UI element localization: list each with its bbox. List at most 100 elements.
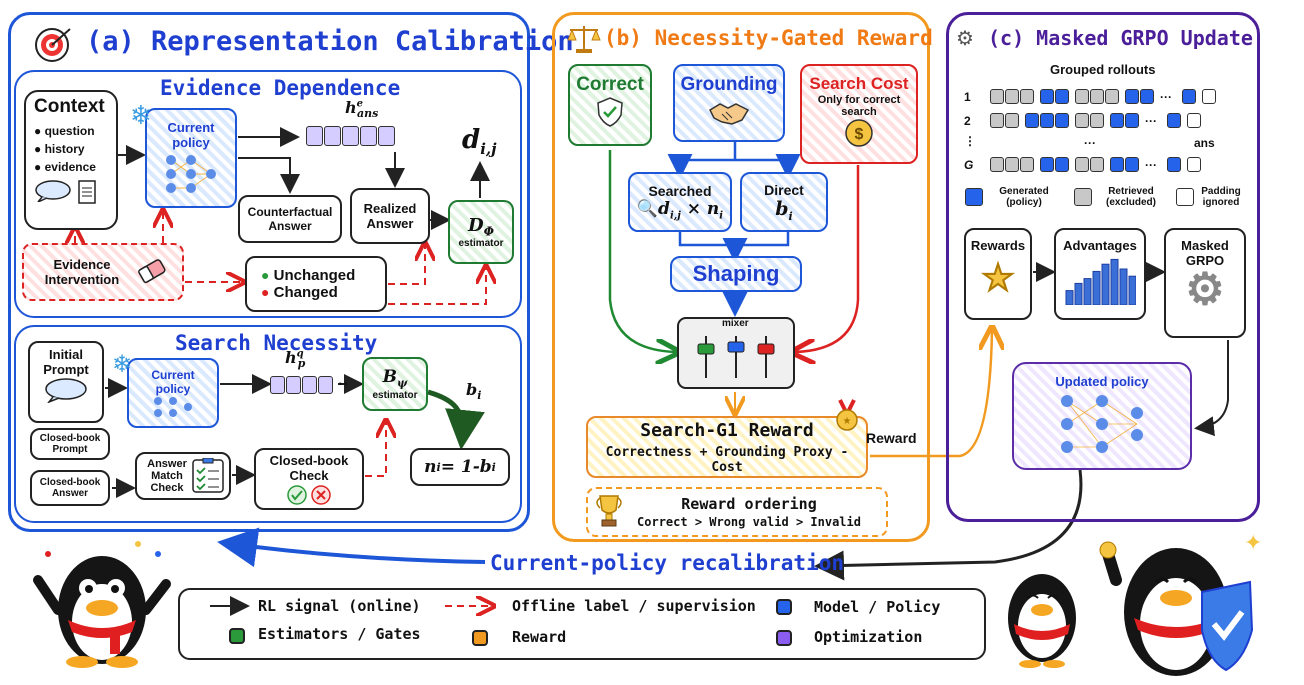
reward-ordering-box: Reward ordering Correct > Wrong valid > … bbox=[586, 487, 888, 537]
answer-match-check-box: Answer Match Check bbox=[135, 452, 231, 500]
star-icon: ★ bbox=[981, 257, 1015, 299]
medal-icon: ★ bbox=[832, 398, 862, 437]
advantages-box: Advantages bbox=[1054, 228, 1146, 320]
legend-model: Model / Policy bbox=[814, 598, 941, 616]
penguin-mascot-shield: ✦ bbox=[1094, 520, 1284, 685]
legend-model-swatch bbox=[776, 599, 792, 615]
searched-box: Searched 🔍di,j × ni bbox=[628, 172, 732, 232]
legend-reward: Reward bbox=[512, 628, 567, 646]
searched-formula: 🔍di,j × ni bbox=[636, 198, 724, 222]
legend-optimization: Optimization bbox=[814, 628, 923, 646]
penguin-mascot-left bbox=[28, 540, 178, 675]
advantage-bar bbox=[1110, 258, 1119, 305]
legend-retrieved-swatch bbox=[1074, 188, 1092, 206]
gear-icon: ⚙ bbox=[1185, 265, 1225, 314]
rollout-row-g: ··· bbox=[990, 157, 1202, 172]
legend-padding: Padding ignored bbox=[1201, 186, 1241, 208]
d-ij-label: di,j bbox=[462, 125, 497, 159]
check-icon bbox=[287, 485, 307, 505]
updated-policy-box: Updated policy bbox=[1012, 362, 1192, 470]
b-i-label: bi bbox=[466, 380, 482, 403]
snowflake-icon: ❄ bbox=[112, 351, 133, 378]
document-icon bbox=[78, 180, 96, 204]
search-cost-box: Search Cost Only for correct search $ bbox=[800, 64, 918, 164]
svg-text:✦: ✦ bbox=[1244, 530, 1262, 555]
realized-answer-box: Realized Answer bbox=[350, 188, 430, 244]
neural-network-icon bbox=[154, 397, 192, 417]
advantage-bar bbox=[1092, 270, 1101, 305]
panel-masked-grpo bbox=[946, 12, 1260, 522]
legend-rl: RL signal (online) bbox=[258, 597, 421, 615]
legend-box bbox=[178, 588, 986, 660]
closed-book-prompt-box: Closed-book Prompt bbox=[30, 428, 110, 460]
search-necessity-panel bbox=[14, 325, 522, 523]
neural-network-icon bbox=[1061, 395, 1143, 453]
counterfactual-answer-box: Counterfactual Answer bbox=[238, 195, 342, 243]
rollout-index: ⋮ bbox=[964, 134, 976, 148]
legend-retrieved: Retrieved (excluded) bbox=[1105, 186, 1156, 208]
legend-estimators-swatch bbox=[229, 628, 245, 644]
context-item: ● history bbox=[34, 142, 85, 156]
svg-text:★: ★ bbox=[843, 416, 852, 427]
b-psi-estimator: Bψ estimator bbox=[362, 357, 428, 411]
current-policy-label: Current policy bbox=[167, 120, 215, 150]
svg-text:$: $ bbox=[855, 126, 864, 143]
advantage-bar bbox=[1128, 275, 1136, 305]
rewards-box: Rewards ★ bbox=[964, 228, 1032, 320]
grouped-rollouts-label: Grouped rollouts bbox=[1050, 62, 1156, 77]
masked-grpo-box: Masked GRPO ⚙ bbox=[1164, 228, 1246, 338]
legend-estimators: Estimators / Gates bbox=[258, 625, 421, 643]
advantage-bar bbox=[1065, 290, 1074, 305]
handshake-icon bbox=[709, 103, 750, 125]
hidden-state-label: heans bbox=[345, 98, 379, 121]
closed-book-answer-box: Closed-book Answer bbox=[30, 470, 110, 506]
hidden-prompt-label: hqp bbox=[285, 348, 306, 371]
legend-generated-swatch bbox=[965, 188, 983, 206]
changed-item: ● Changed bbox=[261, 284, 338, 301]
advantage-bar bbox=[1083, 278, 1092, 305]
panel-b-title: (b) Necessity-Gated Reward bbox=[604, 26, 933, 50]
correct-box: Correct bbox=[568, 64, 652, 146]
rollout-index: G bbox=[964, 158, 974, 172]
direct-box: Direct bi bbox=[740, 172, 828, 232]
cross-icon bbox=[311, 485, 331, 505]
current-policy-box: Current policy bbox=[145, 108, 237, 208]
d-phi-estimator: DΦ estimator bbox=[448, 200, 514, 264]
snowflake-icon: ❄ bbox=[130, 100, 152, 130]
legend-offline: Offline label / supervision bbox=[512, 597, 756, 615]
initial-prompt-box: Initial Prompt bbox=[28, 341, 104, 423]
recalibration-label: Current-policy recalibration bbox=[490, 551, 845, 575]
legend-generated: Generated (policy) bbox=[999, 186, 1049, 208]
context-box: Context ● question ● history ● evidence bbox=[24, 90, 118, 230]
rollout-index: 2 bbox=[964, 114, 971, 128]
search-necessity-title: Search Necessity bbox=[175, 331, 378, 355]
rollout-row-2: ··· bbox=[990, 113, 1202, 128]
neural-network-icon bbox=[166, 155, 216, 193]
scales-icon bbox=[566, 22, 602, 59]
shaping-box: Shaping bbox=[670, 256, 802, 292]
hidden-state-vector bbox=[306, 126, 396, 146]
shield-check-icon bbox=[597, 97, 623, 127]
speech-bubble-icon bbox=[35, 180, 71, 202]
mixer-label: mixer bbox=[722, 318, 749, 329]
hidden-prompt-vector: ·· bbox=[270, 376, 349, 394]
ans-label: ans bbox=[1194, 136, 1215, 150]
panel-a-title: (a) Representation Calibration bbox=[86, 26, 574, 57]
grounding-box: Grounding bbox=[673, 64, 785, 142]
mixer-icon bbox=[676, 312, 796, 397]
search-g1-reward-box: Search-G1 Reward Correctness + Grounding… bbox=[586, 416, 868, 478]
evidence-dependence-title: Evidence Dependence bbox=[160, 76, 401, 100]
evidence-dependence-panel bbox=[14, 70, 522, 318]
closed-book-check-box: Closed-book Check bbox=[254, 448, 364, 510]
coin-icon: $ bbox=[845, 119, 873, 147]
outcome-box: ● Unchanged ● Changed bbox=[245, 256, 387, 312]
context-title: Context bbox=[34, 96, 105, 117]
penguin-mascot-small bbox=[996, 560, 1086, 675]
legend-padding-swatch bbox=[1176, 188, 1194, 206]
reward-side-label: Reward bbox=[866, 430, 917, 446]
trophy-icon bbox=[594, 492, 624, 535]
search-policy-box: Current policy bbox=[127, 358, 219, 428]
panel-representation-calibration bbox=[8, 12, 530, 532]
